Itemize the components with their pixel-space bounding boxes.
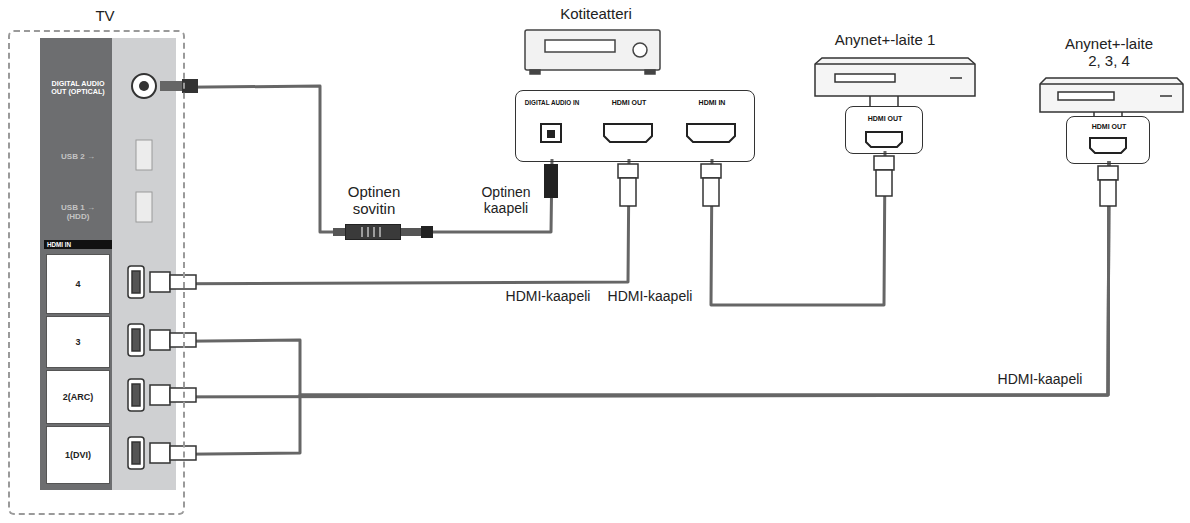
- cable: [110, 161, 1109, 395]
- device-port: HDMI OUT: [1074, 121, 1144, 161]
- device-heading: Anynet+-laite 2, 3, 4: [1057, 35, 1161, 70]
- port-label: USB 2 →: [44, 142, 112, 172]
- cable-label: Optinen kaapeli: [468, 184, 544, 216]
- port-text: HDMI OUT: [1092, 123, 1127, 131]
- device-heading: Optinen sovitin: [339, 183, 409, 218]
- device-heading: Kotiteatteri: [476, 5, 716, 22]
- device-port: DIGITAL AUDIO IN: [521, 97, 583, 159]
- device-panel: Anynet+-laite 1HDMI OUT: [845, 106, 923, 154]
- device-heading: TV: [80, 7, 130, 24]
- home-theater-device: [525, 30, 735, 206]
- cable: [110, 161, 1109, 455]
- port-text: 3: [75, 337, 80, 347]
- port-text: DIGITAL AUDIO IN: [525, 99, 579, 106]
- port-label: USB 1 → (HDD): [44, 192, 112, 232]
- port-text: 1(DVI): [65, 450, 91, 460]
- device-port: HDMI OUT: [593, 97, 665, 159]
- optical-adapter: Optinen sovitin: [345, 224, 401, 240]
- cable-label: HDMI-kaapeli: [990, 371, 1090, 387]
- port-text: 4: [75, 279, 80, 289]
- port-text: USB 1 → (HDD): [58, 203, 98, 221]
- device-port: HDMI IN: [673, 97, 751, 159]
- port-group: HDMI IN 4 3 2(ARC) 1(DVI): [44, 240, 112, 490]
- optical-adapter: [333, 224, 433, 240]
- device-panel: KotiteatteriDIGITAL AUDIO INHDMI OUTHDMI…: [515, 90, 755, 162]
- device-port: HDMI OUT: [851, 113, 919, 151]
- cable: [110, 161, 1109, 397]
- cable: [110, 159, 629, 284]
- port-text: DIGITAL AUDIO OUT (OPTICAL): [44, 80, 112, 97]
- cable-label: HDMI-kaapeli: [500, 288, 596, 304]
- cable: [711, 151, 885, 305]
- port-text: USB 2 →: [58, 152, 98, 161]
- port-label: DIGITAL AUDIO OUT (OPTICAL): [44, 64, 112, 112]
- hdmi-port: 1(DVI): [46, 426, 110, 484]
- hdmi-port: 2(ARC): [46, 370, 110, 424]
- port-text: 2(ARC): [63, 392, 94, 402]
- hdmi-jacks-and-plugs: [128, 266, 196, 469]
- anynet-device-2: [1040, 78, 1183, 206]
- device-heading: Anynet+-laite 1: [805, 31, 965, 48]
- cable: [401, 159, 552, 232]
- device-panel: Anynet+-laite 2, 3, 4HDMI OUT: [1066, 116, 1150, 164]
- port-text: HDMI IN: [699, 99, 726, 107]
- tv-housing: TVDIGITAL AUDIO OUT (OPTICAL)USB 2 →USB …: [8, 30, 185, 515]
- port-text: HDMI OUT: [868, 115, 903, 123]
- cable-label: HDMI-kaapeli: [602, 288, 698, 304]
- port-text: HDMI IN: [44, 240, 112, 249]
- anynet-device-1: [815, 58, 975, 196]
- hdmi-port: 4: [46, 254, 110, 314]
- hdmi-port: 3: [46, 316, 110, 368]
- port-text: HDMI OUT: [612, 99, 647, 107]
- tv-panel: [40, 38, 198, 490]
